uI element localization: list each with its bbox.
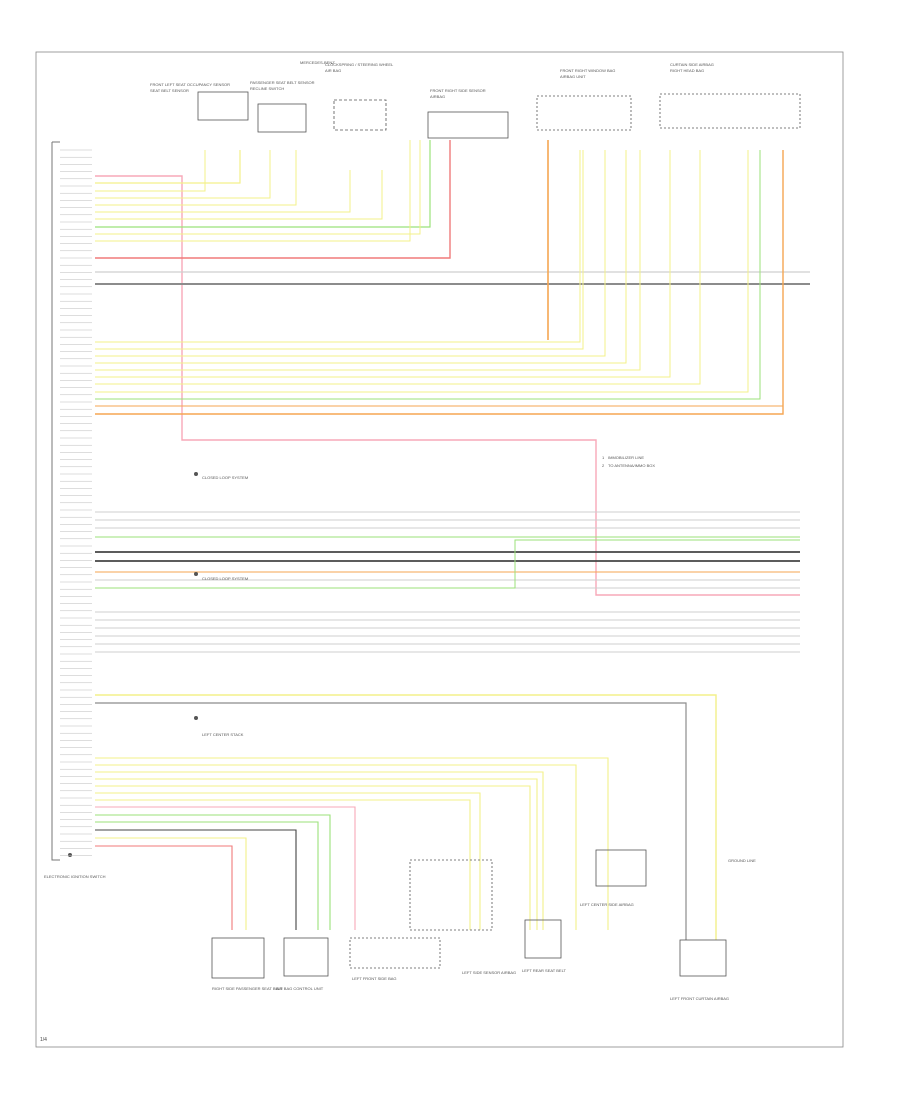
wire-bottom-4: [95, 785, 531, 930]
left-connector-bracket: [51, 142, 60, 861]
wire-group: [60, 140, 810, 940]
top-component-label-3: CLOCKSPRING / STEERING WHEEL: [325, 62, 394, 67]
bottom-component-7: [679, 939, 727, 977]
wire-bottom-9: [95, 821, 319, 930]
top-component-3: [333, 99, 387, 131]
bottom-component-3: [349, 937, 441, 969]
top-component-sub-4: AIRBAG: [430, 94, 445, 99]
top-component-sub-6: RIGHT HEAD BAG: [670, 68, 704, 73]
bottom-component-2: [283, 937, 329, 977]
wire-bottom-1: [95, 764, 577, 930]
wire-bottom-0: [95, 757, 609, 930]
ground-label: GROUND LINE: [728, 858, 756, 863]
wire-yellow: [95, 170, 383, 220]
wire-bottom-11: [95, 837, 247, 930]
bottom-component-label-1: RIGHT SIDE PASSENGER SEAT BELT: [212, 986, 283, 991]
top-component-5: [536, 95, 632, 131]
wire-green: [95, 140, 431, 228]
left-harness-name: ELECTRONIC IGNITION SWITCH: [44, 874, 106, 879]
bottom-component-label-6: LEFT CENTER SIDE AIRBAG: [580, 902, 634, 907]
legend-item-2: TO ANTENNA/IMMO BOX: [608, 463, 655, 468]
wire-bottom-12: [95, 845, 233, 930]
wire-bottom-10: [95, 829, 297, 930]
ground-dot: [68, 853, 72, 857]
wire-yellow: [95, 140, 411, 242]
wire-gray-bottom: [95, 702, 687, 940]
wire-fan-4: [95, 150, 641, 371]
wire-bottom-3: [95, 778, 538, 930]
wire-yellow-bottom: [95, 694, 717, 940]
bottom-component-1: [211, 937, 265, 979]
connector-note-3: LEFT CENTER STACK: [202, 732, 244, 737]
top-component-sub-2: RECLINE SWITCH: [250, 86, 284, 91]
wire-bottom-5: [95, 792, 481, 930]
top-component-6: [659, 93, 801, 129]
wire-fan-3: [95, 150, 627, 364]
bottom-component-5: [524, 919, 562, 959]
wire-fan-7: [95, 150, 749, 393]
wire-bottom-8: [95, 814, 331, 930]
legend-id-2: 2: [602, 463, 605, 468]
page-code: 1/4: [40, 1037, 47, 1043]
legend-item-1: IMMOBILIZER LINE: [608, 455, 644, 460]
wire-bottom-6: [95, 799, 471, 930]
wire-bottom-2: [95, 771, 544, 930]
wire-yellow: [95, 150, 206, 192]
top-component-label-2: PASSENGER SEAT BELT SENSOR: [250, 80, 315, 85]
top-component-label-6: CURTAIN SIDE AIRBAG: [670, 62, 714, 67]
top-component-2: [257, 103, 307, 133]
diagram-frame: [35, 51, 844, 1048]
wire-yellow: [95, 150, 241, 184]
wire-red: [95, 140, 451, 259]
wire-yellow: [95, 150, 271, 199]
bottom-component-label-4: LEFT SIDE SENSOR AIRBAG: [462, 970, 516, 975]
top-component-sub-3: AIR BAG: [325, 68, 341, 73]
wire-fan-5: [95, 150, 671, 378]
wire-orange-bus: [95, 150, 784, 415]
wire-fan-1: [95, 150, 584, 350]
wire-fan-6: [95, 150, 701, 385]
top-component-label-1: FRONT LEFT SEAT OCCUPANCY SENSOR: [150, 82, 230, 87]
top-component-sub-5: AIRBAG UNIT: [560, 74, 586, 79]
wire-yellow: [95, 150, 297, 206]
bottom-component-6: [595, 849, 647, 887]
top-component-sub-1: SEAT BELT SENSOR: [150, 88, 189, 93]
bottom-component-label-5: LEFT REAR SEAT BELT: [522, 968, 566, 973]
top-component-1: [197, 91, 249, 121]
top-component-label-4: FRONT RIGHT SIDE SENSOR: [430, 88, 486, 93]
bottom-component-label-3: LEFT FRONT SIDE BAG: [352, 976, 397, 981]
bottom-component-label-7: LEFT FRONT CURTAIN AIRBAG: [670, 996, 729, 1001]
wire-fan-0: [95, 150, 581, 343]
wire-fan-8: [95, 150, 761, 400]
wire-bottom-7: [95, 806, 356, 930]
component-group: [197, 91, 801, 979]
wire-green-jog: [95, 539, 800, 589]
top-note: MERCEDES-BENZ: [300, 60, 335, 65]
connector-note-1: CLOSED LOOP SYSTEM: [202, 475, 248, 480]
bottom-component-4: [409, 859, 493, 931]
legend-id-1: 1: [602, 455, 605, 460]
wire-yellow: [95, 140, 421, 235]
top-component-label-5: FRONT RIGHT WINDOW BAG: [560, 68, 615, 73]
wire-pink-long: [95, 175, 800, 596]
wire-yellow: [95, 170, 351, 213]
top-component-4: [427, 111, 509, 139]
wire-fan-2: [95, 150, 606, 357]
bottom-component-label-2: AIR BAG CONTROL UNIT: [276, 986, 324, 991]
wire-fan-9: [95, 150, 784, 407]
connector-note-2: CLOSED LOOP SYSTEM: [202, 576, 248, 581]
